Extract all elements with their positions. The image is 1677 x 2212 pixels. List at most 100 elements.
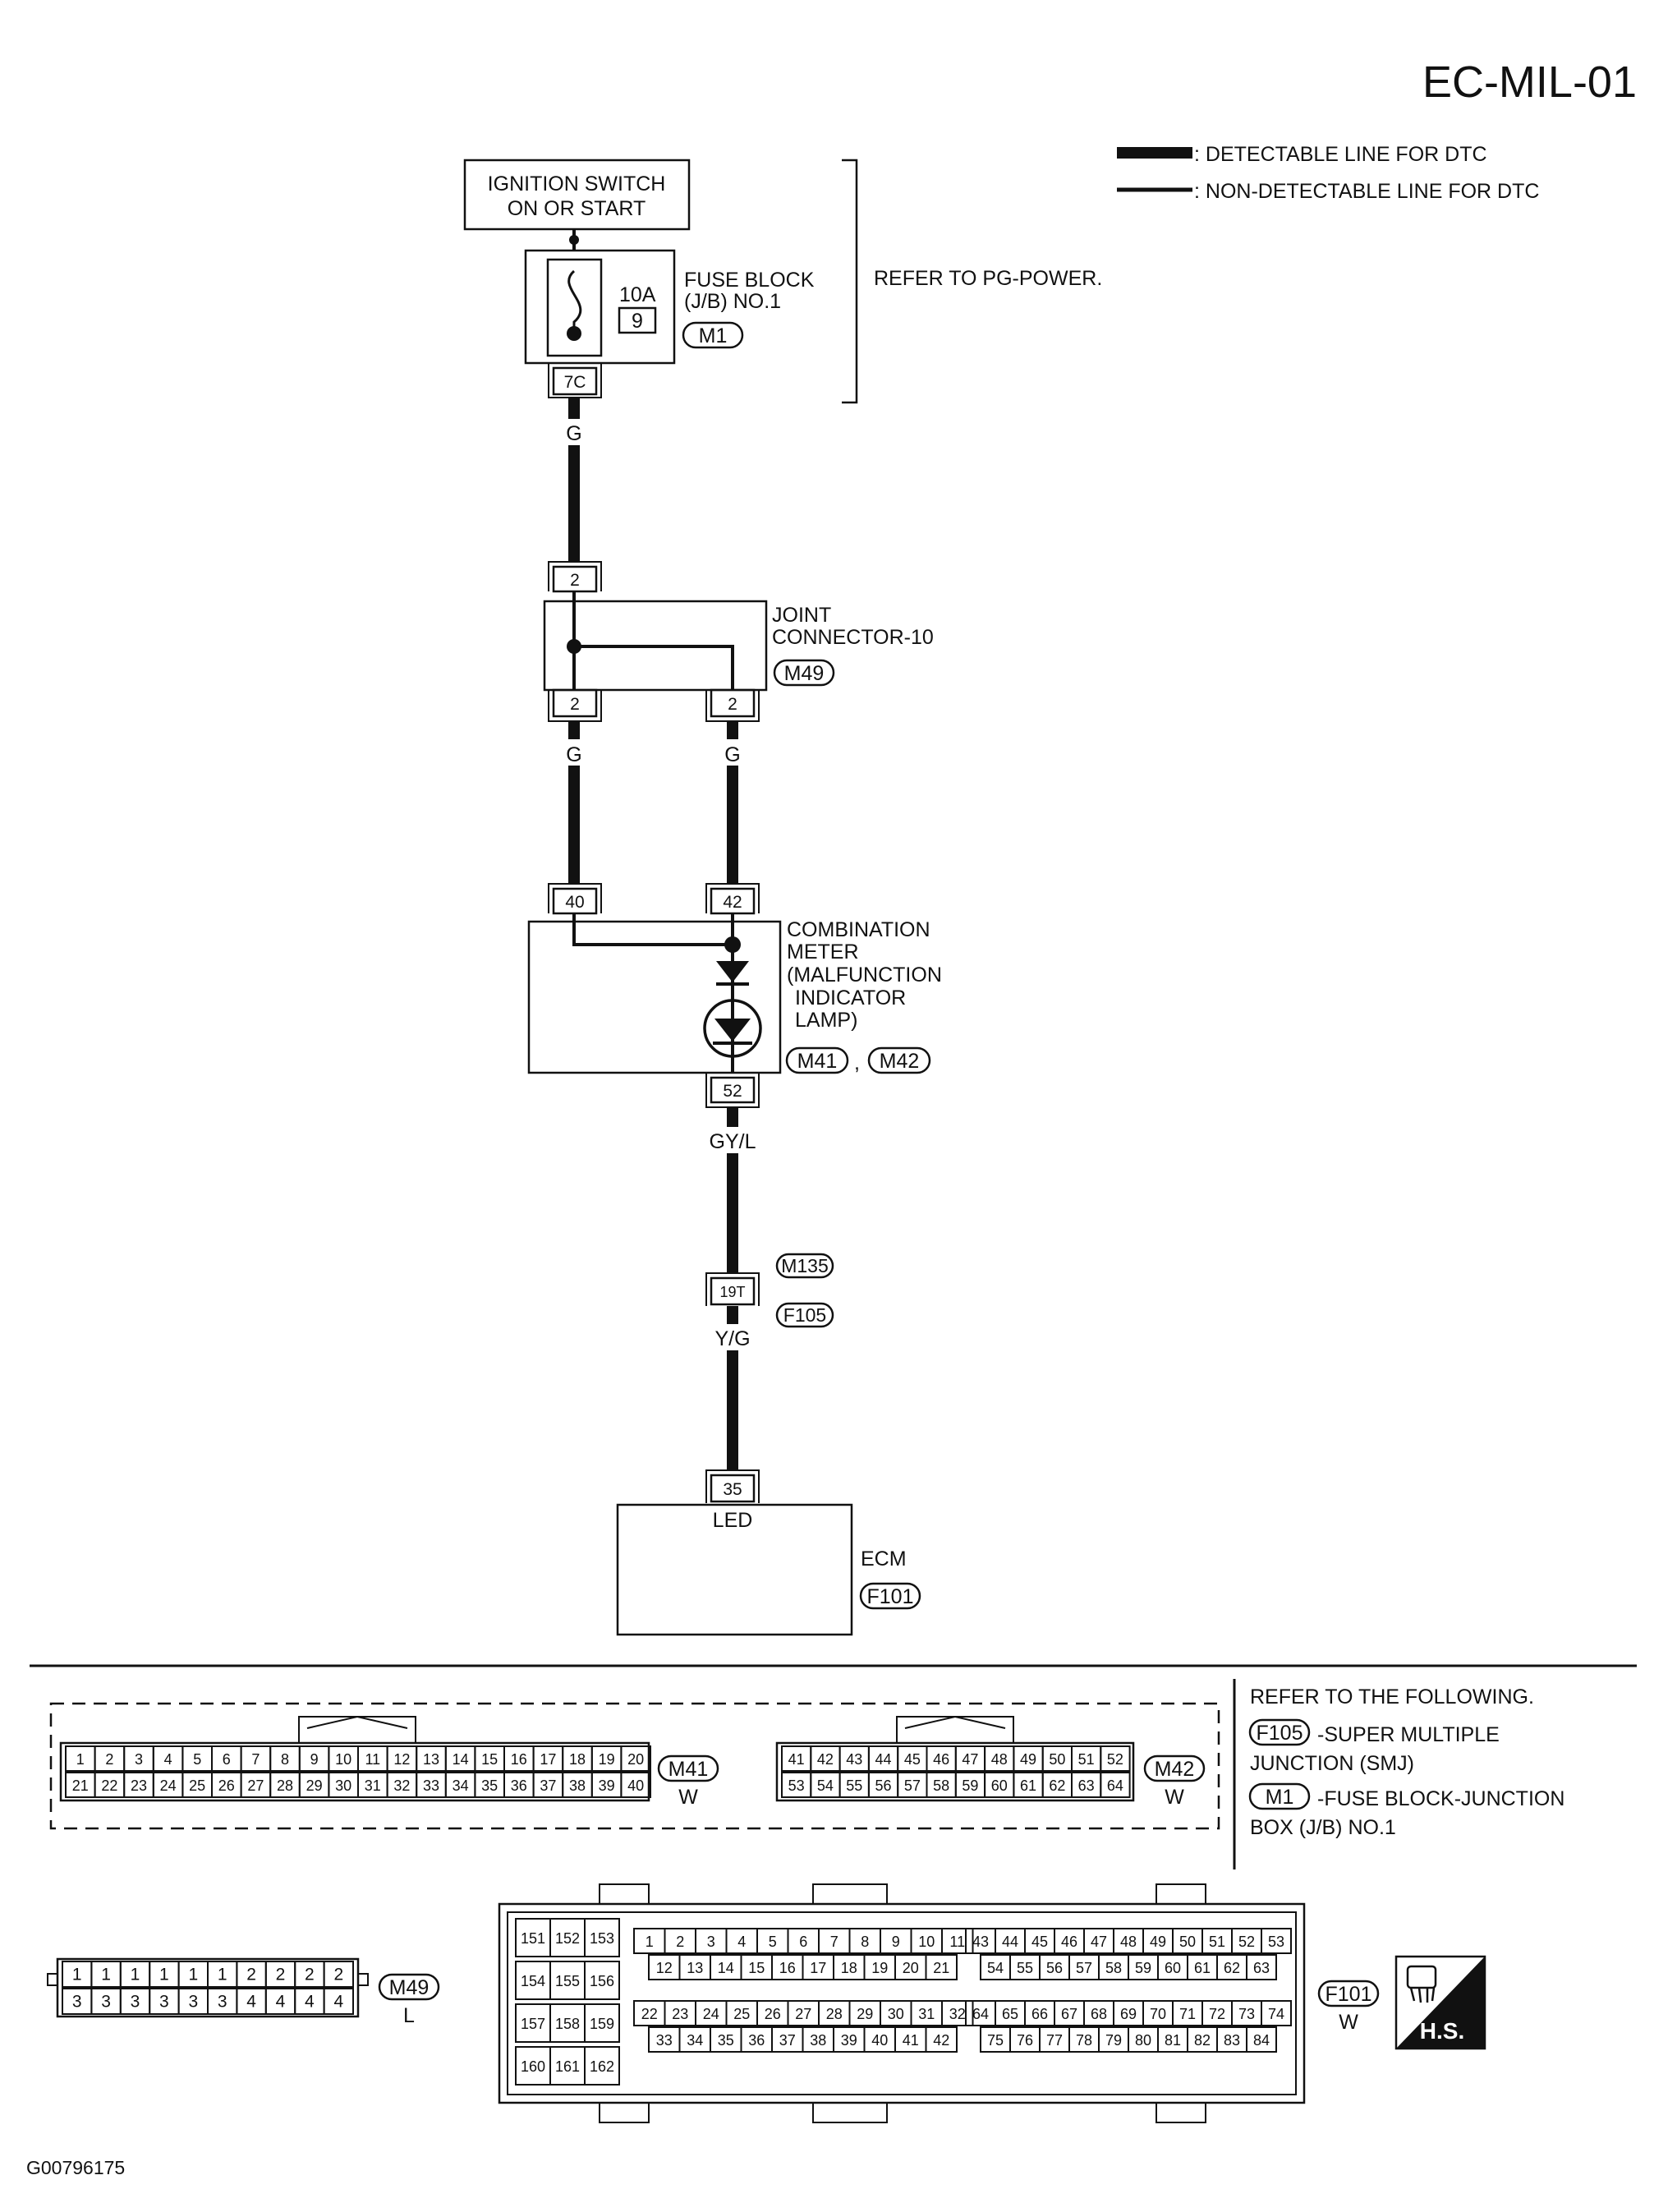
connector-pin: 27 <box>787 2000 820 2026</box>
combination-meter: 40 42 52 COMBINATION METER (MALFUNCTION … <box>527 883 942 1108</box>
pin-label: 5 <box>193 1751 201 1768</box>
pin-label: 15 <box>481 1751 498 1768</box>
connector-pin: 81 <box>1157 2026 1188 2053</box>
pin-label: 37 <box>540 1777 556 1794</box>
pin-label: 43 <box>972 1934 989 1950</box>
pin-label: 74 <box>1268 2006 1284 2022</box>
pin-label: 35 <box>718 2032 734 2049</box>
pin-label: 41 <box>788 1751 805 1768</box>
pin-label: 20 <box>903 1960 919 1976</box>
pin-label: 69 <box>1120 2006 1137 2022</box>
pin-label: 45 <box>904 1751 921 1768</box>
legend-non-detectable: : NON-DETECTABLE LINE FOR DTC <box>1194 180 1539 203</box>
connector-pin: 156 <box>584 1961 620 2000</box>
refer-item1-line2: JUNCTION (SMJ) <box>1250 1752 1414 1775</box>
pin-label: 38 <box>569 1777 586 1794</box>
wire-color-3: G <box>724 743 740 766</box>
pin-label: 29 <box>306 1777 323 1794</box>
connector-pin: 6 <box>211 1745 242 1772</box>
pin-label: 34 <box>687 2032 703 2049</box>
connector-pin: 83 <box>1216 2026 1247 2053</box>
pin-label: 1 <box>131 1966 140 1984</box>
pin-label: 49 <box>1150 1934 1166 1950</box>
pin-label: 33 <box>656 2032 673 2049</box>
pin-label: 21 <box>933 1960 949 1976</box>
pin-label: 156 <box>590 1973 614 1989</box>
pin-label: 3 <box>72 1993 82 2012</box>
connector-pin: 43 <box>965 1928 996 1954</box>
meter-connector-m42: M42 <box>880 1050 920 1073</box>
pin-label: 7 <box>251 1751 260 1768</box>
connector-pin: 59 <box>1128 1954 1159 1980</box>
pin-label: 10 <box>335 1751 351 1768</box>
pin-label: 151 <box>521 1930 545 1947</box>
refer-pg-power: REFER TO PG-POWER. <box>874 267 1102 290</box>
pin-label: 1 <box>646 1934 654 1950</box>
pin-label: 54 <box>817 1777 834 1794</box>
pin-label: 4 <box>164 1751 172 1768</box>
pin-label: 55 <box>1017 1960 1033 1976</box>
pin-label: 63 <box>1253 1960 1270 1976</box>
connector-pin: 41 <box>894 2026 927 2053</box>
pin-label: 9 <box>892 1934 900 1950</box>
connector-pin: 3 <box>149 1988 180 2015</box>
pin-label: 26 <box>765 2006 781 2022</box>
pin-label: 157 <box>521 2016 545 2032</box>
pin-label: 48 <box>1120 1934 1137 1950</box>
connector-pin: 25 <box>181 1772 213 1798</box>
connector-pin: 63 <box>1246 1954 1277 1980</box>
pin-label: 66 <box>1031 2006 1048 2022</box>
refer-heading: REFER TO THE FOLLOWING. <box>1250 1685 1534 1708</box>
pin-label: 3 <box>218 1993 227 2012</box>
pin-label: 1 <box>101 1966 111 1984</box>
connector-pin: 26 <box>756 2000 789 2026</box>
pin-label: 46 <box>1061 1934 1077 1950</box>
pin-label: 60 <box>1165 1960 1181 1976</box>
connector-pin: 15 <box>740 1954 773 1980</box>
connector-pin: 15 <box>474 1745 506 1772</box>
joint-connector-id: M49 <box>784 662 825 685</box>
pin-label: 27 <box>795 2006 811 2022</box>
connector-pin: 40 <box>620 1772 652 1798</box>
diode-icon <box>716 961 749 982</box>
m41-color: W <box>678 1786 698 1809</box>
connector-pin: 3 <box>123 1745 154 1772</box>
connector-pin: 37 <box>532 1772 564 1798</box>
pin-label: 44 <box>1002 1934 1018 1950</box>
connector-pin: 12 <box>386 1745 418 1772</box>
pin-label: 71 <box>1179 2006 1196 2022</box>
meter-label-1: COMBINATION <box>787 918 930 941</box>
pin-label: 32 <box>949 2006 966 2022</box>
connector-pin: 5 <box>756 1928 789 1954</box>
connector-pin: 3 <box>207 1988 238 2015</box>
connector-pin: 42 <box>810 1745 841 1772</box>
ecm-pin: 35 <box>723 1480 742 1499</box>
pin-label: 43 <box>846 1751 862 1768</box>
pin-label: 21 <box>72 1777 89 1794</box>
pin-label: 10 <box>918 1934 935 1950</box>
connector-pin: 1 <box>119 1961 151 1988</box>
connector-pin: 50 <box>1172 1928 1203 1954</box>
joint-connector: 2 2 2 JOINT CONNECTOR-10 M49 <box>543 561 934 722</box>
pin-label: 35 <box>481 1777 498 1794</box>
connector-pin: 10 <box>910 1928 943 1954</box>
connector-pin: 4 <box>294 1988 325 2015</box>
junction-19t: 19T M135 F105 <box>705 1253 834 1328</box>
pin-label: 23 <box>672 2006 688 2022</box>
connector-pin: 26 <box>211 1772 242 1798</box>
m41-id: M41 <box>669 1758 709 1781</box>
connector-pin: 24 <box>152 1772 184 1798</box>
power-bracket <box>842 159 858 404</box>
connector-pin: 18 <box>562 1745 593 1772</box>
pin-label: 27 <box>247 1777 264 1794</box>
refer-item2-line1: -FUSE BLOCK-JUNCTION <box>1317 1787 1564 1810</box>
pin-label: 19 <box>599 1751 615 1768</box>
pin-label: 24 <box>160 1777 177 1794</box>
pin-label: 3 <box>101 1993 111 2012</box>
pin-label: 72 <box>1209 2006 1225 2022</box>
connector-pin: 12 <box>648 1954 681 1980</box>
legend: : DETECTABLE LINE FOR DTC : NON-DETECTAB… <box>1117 143 1539 203</box>
connector-pin: 33 <box>416 1772 447 1798</box>
connector-pin: 76 <box>1009 2026 1041 2053</box>
